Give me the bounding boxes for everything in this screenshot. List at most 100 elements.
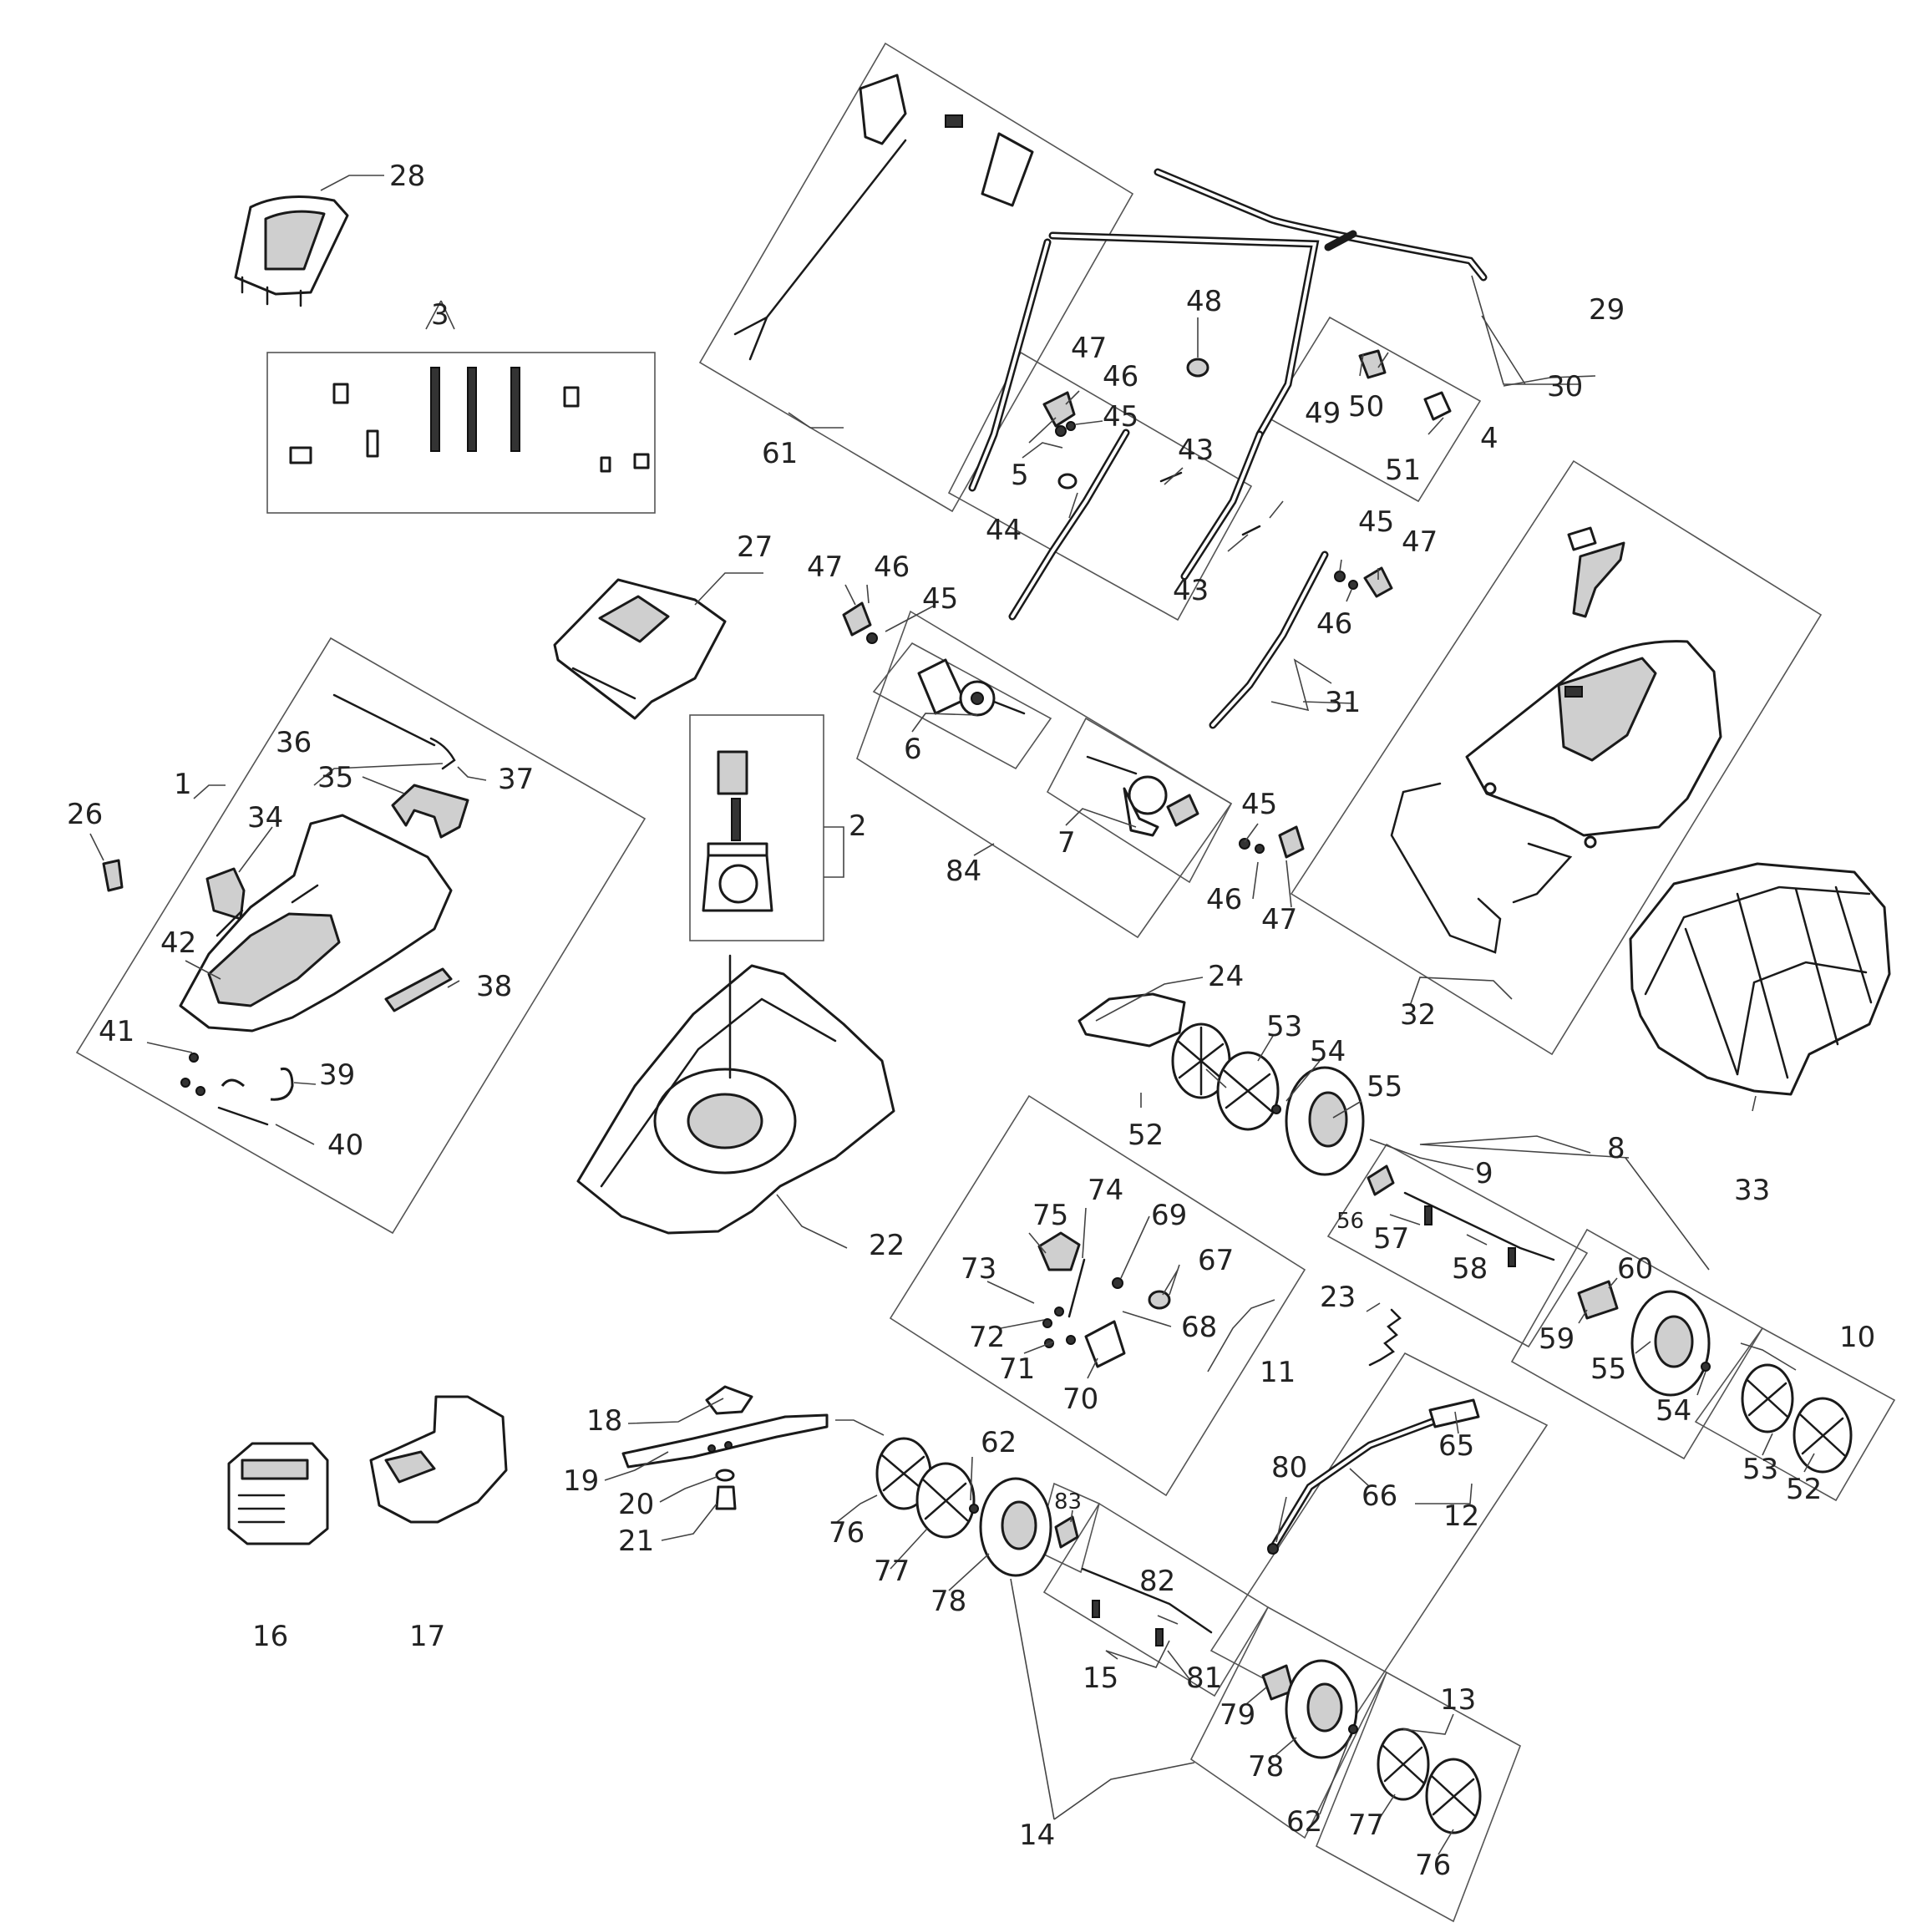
part-54-nut — [1271, 1104, 1281, 1114]
part-37-cable-end — [429, 737, 456, 770]
leader-lines — [89, 175, 1815, 1855]
label-47b: 47 — [1402, 525, 1438, 559]
label-17: 17 — [409, 1620, 445, 1653]
label-37: 37 — [498, 763, 534, 796]
label-46d: 46 — [1206, 883, 1242, 916]
label-62b: 62 — [1286, 1805, 1322, 1839]
part-48-nut — [1186, 358, 1209, 378]
box-84-height-adjust — [856, 610, 1233, 939]
label-52b: 52 — [1786, 1473, 1822, 1506]
part-31-lower-handle — [1209, 551, 1329, 729]
part-32-bag-frame — [1390, 526, 1722, 954]
part-16-battery — [227, 1442, 329, 1545]
label-2: 2 — [849, 809, 867, 843]
label-54b: 54 — [1656, 1394, 1691, 1428]
label-4: 4 — [1480, 422, 1498, 455]
label-12: 12 — [1443, 1499, 1479, 1533]
part-74-lever — [1067, 1258, 1086, 1318]
part-11-lever-kit — [1037, 1231, 1171, 1368]
label-32: 32 — [1400, 998, 1436, 1032]
box-8-rear-wheel — [1510, 1228, 1764, 1460]
label-43a: 43 — [1178, 434, 1214, 467]
part-front-wheel-left — [875, 1437, 1052, 1577]
box-3-screw-kit — [266, 352, 656, 514]
label-52a: 52 — [1128, 1119, 1164, 1152]
parts — [102, 74, 1891, 1834]
label-79: 79 — [1220, 1698, 1255, 1732]
label-81: 81 — [1186, 1662, 1222, 1695]
part-45-46-47-right-upper — [1334, 566, 1393, 598]
label-54a: 54 — [1310, 1035, 1346, 1068]
part-39-bracket — [221, 1067, 294, 1101]
label-45b: 45 — [1358, 505, 1394, 539]
label-46a: 46 — [1103, 360, 1138, 393]
part-24-side-flap — [1078, 992, 1186, 1048]
part-18-blade-holder — [705, 1385, 753, 1415]
part-21-bolt — [715, 1485, 737, 1510]
part-35-handle-clip — [391, 784, 469, 839]
label-75: 75 — [1032, 1199, 1068, 1232]
label-68: 68 — [1181, 1311, 1217, 1344]
label-8: 8 — [1607, 1132, 1625, 1165]
box-2-motor — [689, 714, 824, 941]
label-62a: 62 — [981, 1426, 1017, 1459]
part-65-grip — [1428, 1398, 1480, 1428]
box-11-lever-kit — [889, 1094, 1306, 1497]
label-3: 3 — [431, 298, 449, 332]
part-5-clamp — [1042, 391, 1076, 437]
part-23-spring — [1368, 1308, 1402, 1367]
label-5: 5 — [1011, 459, 1029, 492]
box-61-handle-switch — [698, 42, 1134, 513]
part-3-screws — [289, 367, 650, 473]
label-36: 36 — [276, 726, 312, 759]
label-78a: 78 — [931, 1585, 966, 1618]
part-10-hubcaps — [1741, 1363, 1853, 1474]
part-rear-wheel-upper — [1171, 1022, 1365, 1176]
label-71: 71 — [999, 1352, 1035, 1386]
part-83-bushing — [1054, 1515, 1079, 1549]
part-45-46-47-left — [842, 601, 878, 644]
part-58-axle-rod — [1403, 1191, 1555, 1261]
label-40: 40 — [327, 1129, 363, 1162]
label-58: 58 — [1452, 1252, 1488, 1286]
box-9-axle — [1326, 1143, 1589, 1348]
label-22: 22 — [869, 1229, 905, 1262]
label-39: 39 — [319, 1058, 355, 1092]
label-18: 18 — [586, 1404, 622, 1438]
part-33-grass-bag — [1629, 862, 1891, 1096]
part-17-charger — [369, 1395, 508, 1524]
label-77b: 77 — [1348, 1809, 1384, 1842]
part-8-wheel — [1577, 1280, 1711, 1397]
label-44: 44 — [986, 514, 1022, 547]
label-49: 49 — [1305, 397, 1341, 430]
label-6: 6 — [904, 733, 922, 766]
part-blade-assembly — [621, 1385, 829, 1510]
label-10: 10 — [1839, 1321, 1875, 1354]
label-47d: 47 — [1261, 903, 1297, 936]
label-45a: 45 — [1103, 400, 1138, 434]
box-10-hubcaps — [1694, 1327, 1896, 1502]
label-67: 67 — [1198, 1244, 1234, 1277]
box-15-front-axle — [1042, 1502, 1270, 1697]
label-83: 83 — [1054, 1489, 1082, 1515]
label-16: 16 — [252, 1620, 288, 1653]
label-72: 72 — [969, 1321, 1005, 1354]
part-61-switch-box — [733, 74, 1034, 361]
part-4-clip — [1358, 349, 1452, 421]
part-80-pin — [1267, 1543, 1279, 1555]
label-28: 28 — [389, 160, 425, 193]
label-23: 23 — [1320, 1281, 1356, 1314]
callout-labels: 28 3 61 29 30 48 47 46 45 5 43 44 49 50 … — [67, 160, 1875, 1882]
label-26: 26 — [67, 798, 103, 831]
label-24: 24 — [1208, 960, 1244, 993]
box-6-left-bracket — [872, 642, 1052, 770]
label-56: 56 — [1336, 1209, 1364, 1234]
part-75-knob — [1037, 1231, 1081, 1271]
label-78b: 78 — [1248, 1750, 1284, 1783]
label-29: 29 — [1589, 293, 1625, 327]
label-76b: 76 — [1415, 1849, 1451, 1882]
label-19: 19 — [563, 1464, 599, 1498]
part-38-strip — [384, 967, 453, 1012]
box-5-clamp — [947, 351, 1253, 622]
